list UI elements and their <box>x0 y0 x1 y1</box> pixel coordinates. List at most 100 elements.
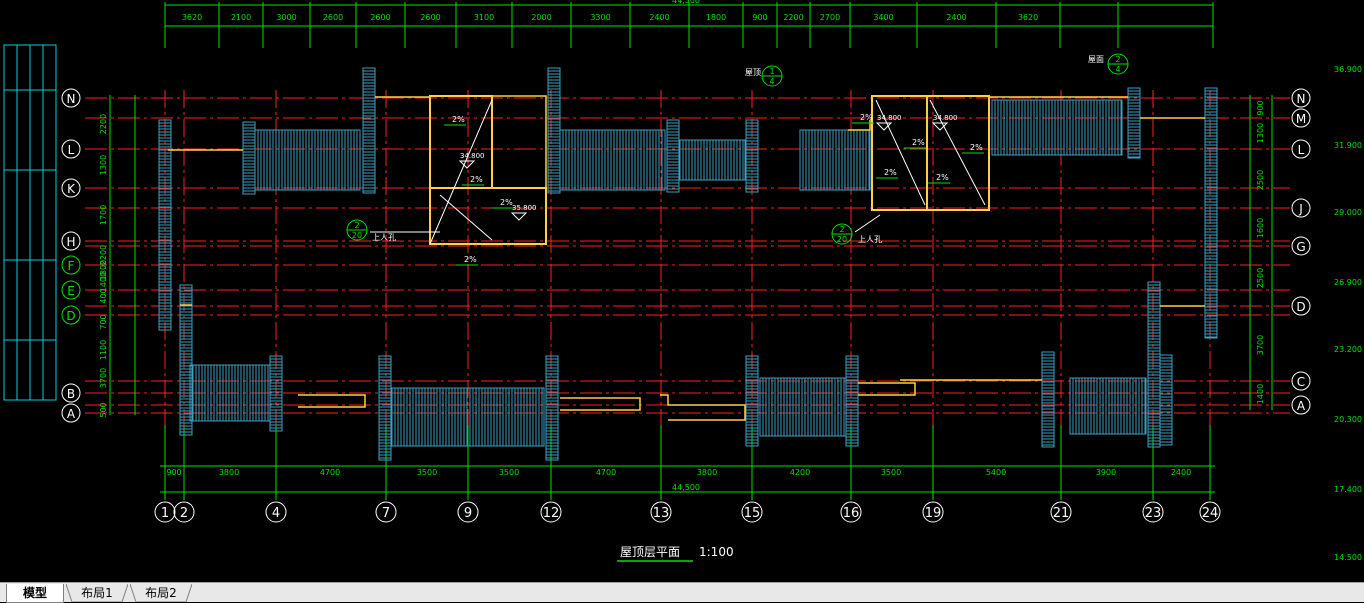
axis-bubble <box>457 501 479 523</box>
dim-text-top: 2400 <box>649 13 669 22</box>
dim-text-right: 2500 <box>1256 170 1265 190</box>
tab-model-label: 模型 <box>22 586 47 600</box>
drawing-title: 屋顶层平面 <box>620 545 680 559</box>
stair-outline <box>189 364 271 422</box>
dim-text-top: 3300 <box>590 13 610 22</box>
row-bubble-right <box>1291 198 1311 218</box>
note-text: 上人孔 <box>372 233 396 242</box>
slope-label: 2% <box>500 198 513 207</box>
dim-text-top: 2100 <box>231 13 251 22</box>
stair-outline <box>391 387 545 447</box>
axis-bubble <box>1142 501 1164 523</box>
dim-text-bottom: 3500 <box>499 468 519 477</box>
level-triangle <box>510 212 528 221</box>
stair-layer <box>158 67 1218 461</box>
tab-layout2[interactable]: 布局2 <box>130 584 192 602</box>
dim-text-right: 3700 <box>1256 335 1265 355</box>
slope-label: 2% <box>470 175 483 184</box>
dim-text-right: 2500 <box>1256 268 1265 288</box>
dim-text-left: 1800 <box>99 260 108 280</box>
elevation-text: 36.900 <box>1334 65 1362 74</box>
detail-ref-num: 2 <box>839 225 844 234</box>
level-triangle <box>458 160 476 169</box>
note-text: 屋面 <box>1088 55 1104 64</box>
dim-text-top: 2600 <box>370 13 390 22</box>
stair-outline <box>1069 377 1147 435</box>
axis-bubble-label: 24 <box>1202 506 1219 521</box>
row-bubble-right-label: D <box>1296 300 1305 314</box>
drawing-scale: 1:100 <box>699 545 734 559</box>
axis-bubble-label: 13 <box>653 506 670 521</box>
stair-outline <box>1127 87 1141 159</box>
detail-ref-num: 2 <box>354 221 359 230</box>
parapet <box>560 397 641 411</box>
row-bubble-left-label: L <box>68 143 75 157</box>
stair-outline <box>254 129 361 191</box>
roof-diagonal <box>875 99 926 206</box>
stair-block <box>1147 281 1161 448</box>
level-mark: 34.800 <box>877 114 902 122</box>
detail-ref-num: 2 <box>1115 55 1120 64</box>
roof-diagonal <box>929 99 986 206</box>
parapet <box>858 382 916 396</box>
axis-bubble <box>650 501 672 523</box>
row-bubble-left-label: H <box>66 235 75 249</box>
dim-total-top: 44,500 <box>672 0 700 5</box>
detail-ref-sheet: 4 <box>769 77 774 86</box>
stair-block <box>799 129 871 191</box>
title-block <box>3 44 57 401</box>
tab-layout1[interactable]: 布局1 <box>66 584 128 602</box>
row-bubble-left-label: E <box>67 284 75 298</box>
axis-bubble <box>173 501 195 523</box>
stair-block <box>189 364 271 422</box>
stair-block <box>378 355 392 461</box>
row-bubble-right <box>1291 296 1311 316</box>
axis-bubble <box>265 501 287 523</box>
dim-text-left: 3700 <box>99 368 108 388</box>
dim-text-bottom: 2400 <box>1171 468 1191 477</box>
row-bubble-right <box>1291 139 1311 159</box>
row-bubble-left <box>61 139 81 159</box>
level-triangle <box>931 122 949 131</box>
slope-label: 2% <box>464 255 477 264</box>
dim-text-bottom: 900 <box>166 468 181 477</box>
detail-ref-sheet: 20 <box>352 231 362 240</box>
row-bubble-right <box>1291 108 1311 128</box>
row-bubble-left-label: A <box>67 407 76 421</box>
row-bubble-left-label: K <box>67 182 76 196</box>
dim-text-bottom: 4700 <box>320 468 340 477</box>
tab-model[interactable]: 模型 <box>6 584 64 603</box>
row-bubble-right <box>1291 88 1311 108</box>
dim-text-bottom: 5400 <box>986 468 1006 477</box>
row-bubble-right <box>1291 371 1311 391</box>
axis-bubble-label: 9 <box>464 506 472 521</box>
stair-block <box>547 67 561 194</box>
layout-tab-bar: 模型 布局1 布局2 <box>0 582 1364 603</box>
axis-bubble-label: 1 <box>161 506 169 521</box>
axis-bubble <box>840 501 862 523</box>
stair-outline <box>378 355 392 461</box>
note-text: 上人孔 <box>858 235 882 244</box>
dim-text-left: 1100 <box>99 340 108 360</box>
tab-layout2-label: 布局2 <box>145 586 177 600</box>
elevation-text: 17.400 <box>1334 485 1362 494</box>
level-mark: 34.800 <box>933 114 958 122</box>
level-triangle <box>875 122 893 131</box>
slope-label: 2% <box>912 138 925 147</box>
dim-text-left: 1700 <box>99 205 108 225</box>
dim-text-left: 500 <box>99 402 108 417</box>
row-bubble-right-label: G <box>1296 240 1305 254</box>
row-bubble-left-label: D <box>66 309 75 323</box>
dim-text-left: 1400 <box>99 272 108 292</box>
level-mark: 35.800 <box>512 204 537 212</box>
stair-block <box>679 139 746 181</box>
stair-block <box>745 119 759 193</box>
stair-outline <box>991 99 1123 156</box>
dim-text-right: 1300 <box>1256 123 1265 143</box>
elevation-text: 20.300 <box>1334 415 1362 424</box>
stair-block <box>845 355 859 447</box>
dim-text-bottom: 3500 <box>881 468 901 477</box>
roof-diagonal <box>439 194 493 241</box>
